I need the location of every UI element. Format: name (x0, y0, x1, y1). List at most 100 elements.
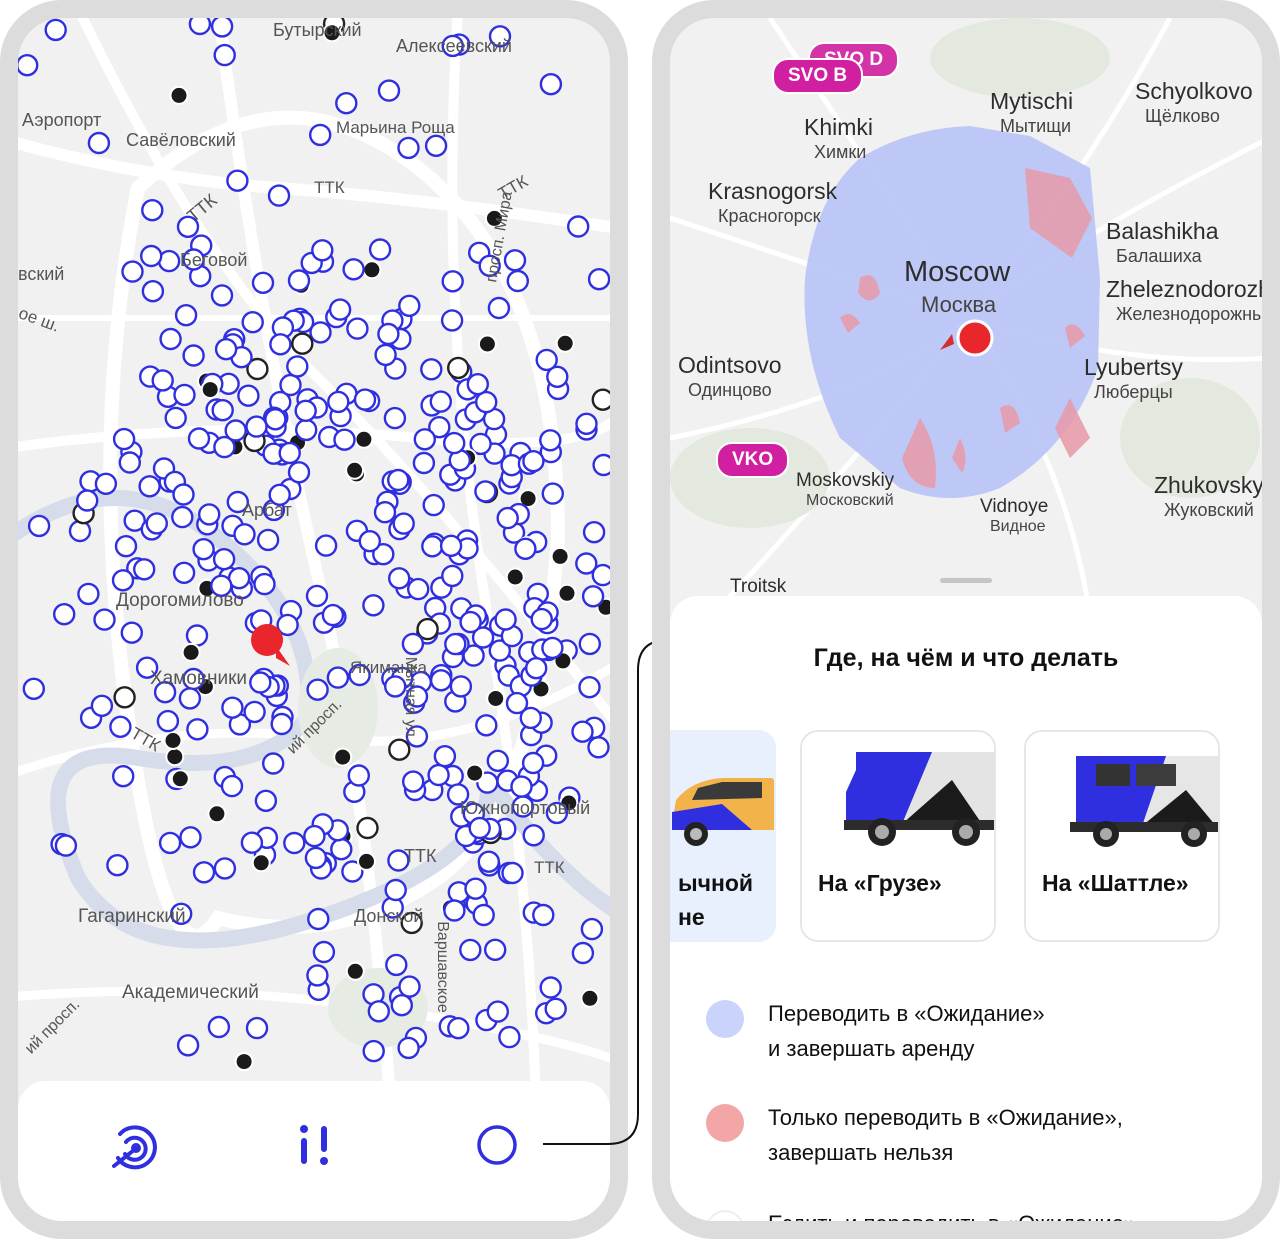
scooter-dot[interactable] (471, 626, 495, 649)
scooter-dot[interactable] (90, 694, 114, 717)
scooter-dot[interactable] (182, 344, 205, 367)
scooter-dot[interactable] (501, 861, 524, 885)
scooter-dot-busy[interactable] (345, 460, 365, 480)
scooter-dot[interactable] (362, 1039, 385, 1063)
scooter-dot[interactable] (383, 406, 407, 430)
scooter-dot[interactable] (75, 489, 99, 512)
scooter-dot-busy[interactable] (169, 85, 189, 105)
scooter-dot[interactable] (374, 343, 397, 367)
scooter-dot[interactable] (384, 878, 407, 902)
scooter-dot[interactable] (487, 296, 511, 320)
scooter-dot[interactable] (306, 964, 329, 987)
scooter-dot[interactable] (118, 451, 142, 474)
scooter-dot[interactable] (268, 483, 291, 506)
scooter-dot[interactable] (443, 431, 466, 455)
scooter-dot[interactable] (287, 269, 311, 292)
scooter-dot[interactable] (145, 512, 169, 535)
scooter-dot-busy[interactable] (555, 333, 575, 353)
scooter-dot[interactable] (171, 505, 194, 529)
scooter-dot[interactable] (153, 681, 177, 704)
scooter-dot[interactable] (309, 321, 332, 344)
scooter-dot[interactable] (525, 657, 548, 680)
scooter-dot-busy[interactable] (207, 804, 227, 824)
scooter-dot[interactable] (307, 907, 330, 931)
scooter-dot[interactable] (459, 610, 482, 634)
scooter-dot[interactable] (368, 238, 392, 261)
scooter-dot[interactable] (87, 131, 111, 155)
scooter-dot[interactable] (211, 399, 234, 422)
scooter-dot[interactable] (358, 530, 381, 553)
scooter-dot[interactable] (578, 676, 601, 699)
airport-badge[interactable]: SVO B (772, 58, 864, 94)
scooter-dot[interactable] (388, 738, 411, 761)
scooter-dot[interactable] (506, 269, 529, 293)
filters-button[interactable] (284, 1115, 344, 1175)
scooter-dot[interactable] (535, 348, 558, 372)
scooter-dot[interactable] (505, 691, 529, 715)
scooter-dot[interactable] (279, 373, 302, 397)
scooter-dot-busy[interactable] (333, 747, 353, 767)
scooter-dot[interactable] (347, 764, 370, 787)
scooter-dot[interactable] (333, 428, 356, 451)
scooter-dot[interactable] (522, 824, 545, 847)
scooter-dot[interactable] (237, 384, 260, 407)
scooter-dot[interactable] (220, 774, 244, 798)
scooter-dot[interactable] (459, 938, 482, 962)
scooter-dot[interactable] (283, 831, 306, 855)
scooter-dot[interactable] (111, 765, 135, 788)
scooter-dot[interactable] (44, 18, 67, 42)
scooter-dot[interactable] (321, 603, 345, 627)
scooter-dot-busy[interactable] (345, 961, 365, 981)
scooter-dot[interactable] (233, 523, 256, 546)
scooter-dot[interactable] (151, 369, 174, 392)
scooter-dot[interactable] (294, 399, 317, 422)
scooter-dot[interactable] (575, 412, 598, 435)
scooter-dot[interactable] (18, 54, 39, 77)
scooter-dot-busy[interactable] (465, 763, 485, 783)
scooter-dot[interactable] (582, 521, 606, 544)
scooter-dot[interactable] (158, 831, 182, 855)
scooter-dot[interactable] (156, 709, 180, 733)
scooter-dot[interactable] (254, 789, 278, 812)
scooter-dot[interactable] (342, 258, 365, 281)
scooter-dot[interactable] (503, 249, 527, 272)
scooter-dot[interactable] (412, 451, 436, 475)
scooter-dot[interactable] (407, 577, 430, 601)
scooter-dot[interactable] (304, 846, 328, 870)
scooter-dot[interactable] (328, 298, 352, 321)
scooter-dot[interactable] (311, 239, 334, 262)
scooter-dot[interactable] (210, 284, 234, 307)
scooter-dot-busy[interactable] (557, 583, 577, 603)
scooter-dot[interactable] (305, 584, 329, 608)
scooter-dot-busy[interactable] (181, 642, 201, 662)
scooter-dot[interactable] (123, 509, 146, 532)
scooter-dot[interactable] (578, 632, 601, 656)
scooter-dot[interactable] (226, 169, 249, 192)
scooter-dot[interactable] (353, 388, 377, 411)
scooter-dot[interactable] (246, 357, 269, 381)
scooter-dot-busy[interactable] (362, 260, 382, 280)
scooter-dot[interactable] (494, 608, 517, 631)
scooter-dot[interactable] (519, 706, 542, 730)
scooter-dot[interactable] (264, 408, 287, 431)
scooter-dot[interactable] (210, 574, 233, 597)
scooter-dot[interactable] (172, 483, 195, 506)
scooter-dot[interactable] (575, 552, 598, 575)
scooter-dot[interactable] (539, 72, 563, 96)
scooter-dot[interactable] (295, 418, 318, 442)
scooter-dot[interactable] (348, 663, 371, 687)
scooter-dot[interactable] (132, 558, 156, 581)
scooter-dot[interactable] (330, 838, 353, 861)
scooter-dot[interactable] (286, 355, 309, 378)
scooter-dot[interactable] (159, 327, 182, 351)
scooter-dot[interactable] (138, 475, 161, 498)
scooter-dot-busy[interactable] (580, 988, 600, 1008)
scooter-dot[interactable] (592, 453, 610, 477)
scooter-dot[interactable] (449, 675, 473, 698)
scooter-dot[interactable] (421, 535, 444, 558)
scooter-dot[interactable] (441, 34, 464, 58)
scooter-dot[interactable] (139, 244, 163, 268)
scooter-dot[interactable] (420, 358, 443, 381)
scooter-dot[interactable] (541, 482, 564, 505)
card-shuttle[interactable]: На «Шаттле» (1024, 730, 1220, 942)
